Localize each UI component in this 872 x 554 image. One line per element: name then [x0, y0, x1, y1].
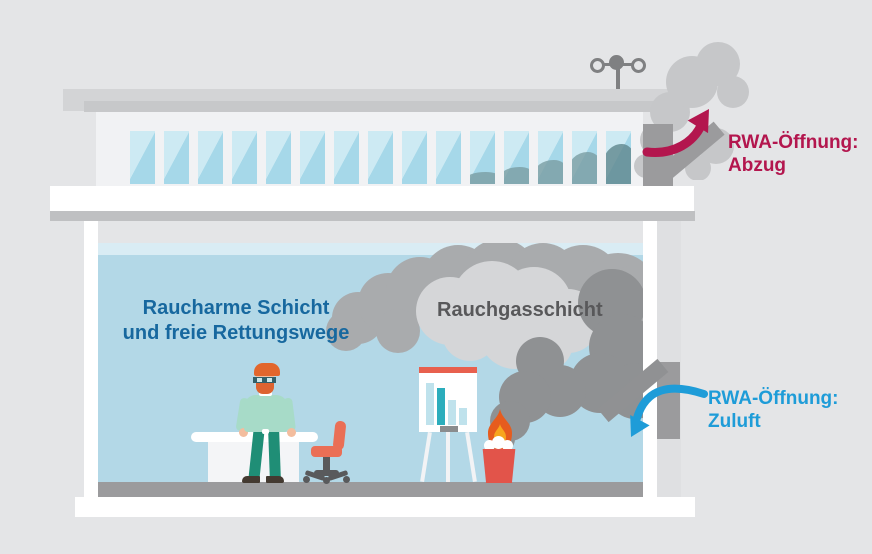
clerestory-window: [130, 131, 155, 184]
clerestory-window: [368, 131, 393, 184]
clear-layer-label: Raucharme Schicht und freie Rettungswege: [110, 296, 362, 346]
chair-stem: [323, 456, 330, 473]
clerestory-window: [232, 131, 257, 184]
exhaust-label-line2: Abzug: [728, 155, 787, 176]
person-hair: [254, 363, 280, 376]
flipchart-chart-bar: [426, 383, 434, 425]
glasses-lens: [257, 378, 262, 382]
waste-bin: [482, 449, 516, 483]
clerestory-window-smoky: [470, 131, 495, 184]
flipchart-board: [419, 373, 477, 432]
clerestory-window-smoky: [538, 131, 563, 184]
roof-edge-tab: [63, 89, 84, 111]
burning-paper: [502, 440, 513, 451]
clerestory-window: [198, 131, 223, 184]
person-hand: [239, 428, 248, 437]
exhaust-label-line1: RWA-Öffnung:: [728, 132, 859, 153]
interior-floor: [98, 482, 643, 497]
flipchart-chart-bar: [448, 400, 456, 425]
clerestory-window: [334, 131, 359, 184]
supply-vent-frame: [657, 362, 680, 439]
chair-wheel: [303, 476, 310, 483]
smoke-layer-label: Rauchgasschicht: [437, 299, 603, 321]
flipchart-chart-bar: [459, 408, 467, 425]
chair-wheel: [323, 477, 330, 484]
roof-band-lower: [84, 101, 668, 112]
hall-interior: [98, 243, 643, 497]
roof-slab-shadow: [50, 211, 695, 221]
clerestory-window-smoky: [504, 131, 529, 184]
person-leg: [268, 430, 281, 479]
flipchart-tray: [440, 426, 458, 432]
clerestory-window: [266, 131, 291, 184]
exhaust-arrow-icon: [642, 109, 709, 157]
person-glasses: [253, 377, 276, 383]
burning-paper: [484, 440, 495, 451]
person-hand: [287, 428, 296, 437]
supply-label: RWA-Öffnung: Zuluft: [708, 387, 839, 433]
person-shoe: [266, 476, 284, 483]
roof-slab: [50, 186, 694, 211]
clerestory-window-smoky: [572, 131, 597, 184]
clerestory-window-row: [130, 131, 635, 184]
floor-slab: [75, 497, 695, 517]
right-wall: [643, 221, 657, 497]
person-beard: [256, 383, 274, 394]
chair-seat: [311, 446, 342, 457]
clerestory-window: [402, 131, 427, 184]
chair-wheel: [343, 476, 350, 483]
burning-paper: [492, 436, 505, 449]
exhaust-label: RWA-Öffnung: Abzug: [728, 131, 859, 177]
roof-band-upper: [84, 89, 676, 101]
person-sweater: [244, 395, 288, 432]
clerestory-window: [436, 131, 461, 184]
flipchart-chart-bar: [437, 388, 445, 425]
clerestory-window: [164, 131, 189, 184]
supply-label-line1: RWA-Öffnung:: [708, 388, 839, 409]
supply-arrow-icon: [630, 384, 708, 437]
glasses-lens: [267, 378, 272, 382]
flipchart-leg: [446, 432, 450, 482]
clerestory-window: [300, 131, 325, 184]
left-wall: [84, 221, 98, 497]
clear-layer-label-line2: und freie Rettungswege: [122, 322, 350, 344]
chair-base: [314, 470, 339, 476]
flipchart-top-bar: [419, 367, 477, 373]
person-belt-buckle: [262, 429, 269, 434]
clear-layer-label-line1: Raucharme Schicht: [142, 297, 330, 319]
wind-sensor-icon: [631, 58, 646, 73]
person-shoe: [242, 476, 260, 483]
supply-label-line2: Zuluft: [708, 411, 761, 432]
wind-sensor-icon: [590, 58, 605, 73]
wind-sensor-icon: [616, 66, 620, 89]
wind-sensor-icon: [609, 55, 624, 70]
clerestory-window-smoky: [606, 131, 631, 184]
smoke-gas-layer-cloud: [326, 243, 643, 452]
